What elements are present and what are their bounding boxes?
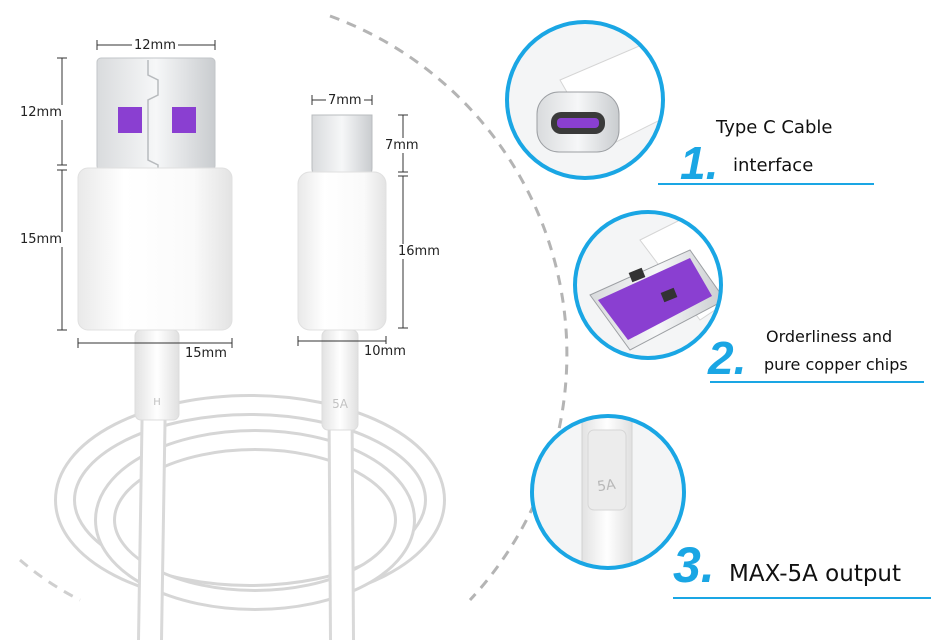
cable-marking-h: H (153, 397, 161, 408)
type-c-body (297, 171, 387, 331)
type-c-cable-boot (321, 329, 359, 431)
dim-usb-a-body-height: 15mm (18, 232, 64, 247)
dim-usb-a-plug-height: 12mm (18, 105, 64, 120)
feature-2-underline (710, 381, 924, 383)
usb-a-connector (77, 57, 233, 421)
type-c-connector (297, 114, 387, 431)
cable-marking-5a: 5A (332, 397, 349, 411)
feature-3-underline (673, 597, 931, 599)
dimension-lines (57, 40, 408, 348)
feature-1-line1: Type C Cable (716, 117, 833, 138)
usb-a-chip-left (118, 107, 142, 133)
dim-type-c-plug-height: 7mm (383, 138, 421, 153)
feature-1-line2: interface (733, 155, 814, 176)
feature-3-line1: MAX-5A output (729, 561, 902, 587)
dim-type-c-body-width: 10mm (362, 344, 408, 359)
feature-1-number: 1. (680, 137, 719, 189)
closeup-type-c (505, 20, 665, 180)
dim-usb-a-width: 12mm (132, 38, 178, 53)
usb-a-chip-right (172, 107, 196, 133)
dashed-circle-outline (329, 14, 569, 602)
feature-3-number: 3. (673, 537, 715, 593)
closeup-marking-5a: 5A (596, 477, 617, 495)
closeup-usb-a (573, 210, 723, 360)
usb-a-body (77, 167, 233, 331)
feature-2-line1: Orderliness and (766, 327, 893, 346)
closeup-cable-5a (530, 414, 686, 570)
feature-2-line2: pure copper chips (764, 355, 908, 374)
feature-2-number: 2. (708, 332, 747, 384)
usb-a-metal-plug (96, 57, 216, 171)
cable-coil (54, 317, 446, 640)
dim-type-c-width: 7mm (326, 93, 364, 108)
dim-type-c-body-height: 16mm (396, 244, 442, 259)
type-c-metal-plug (311, 114, 373, 179)
dim-usb-a-body-width: 15mm (183, 346, 229, 361)
dashed-circle-outline-left (19, 558, 81, 602)
feature-1-underline (658, 183, 874, 185)
